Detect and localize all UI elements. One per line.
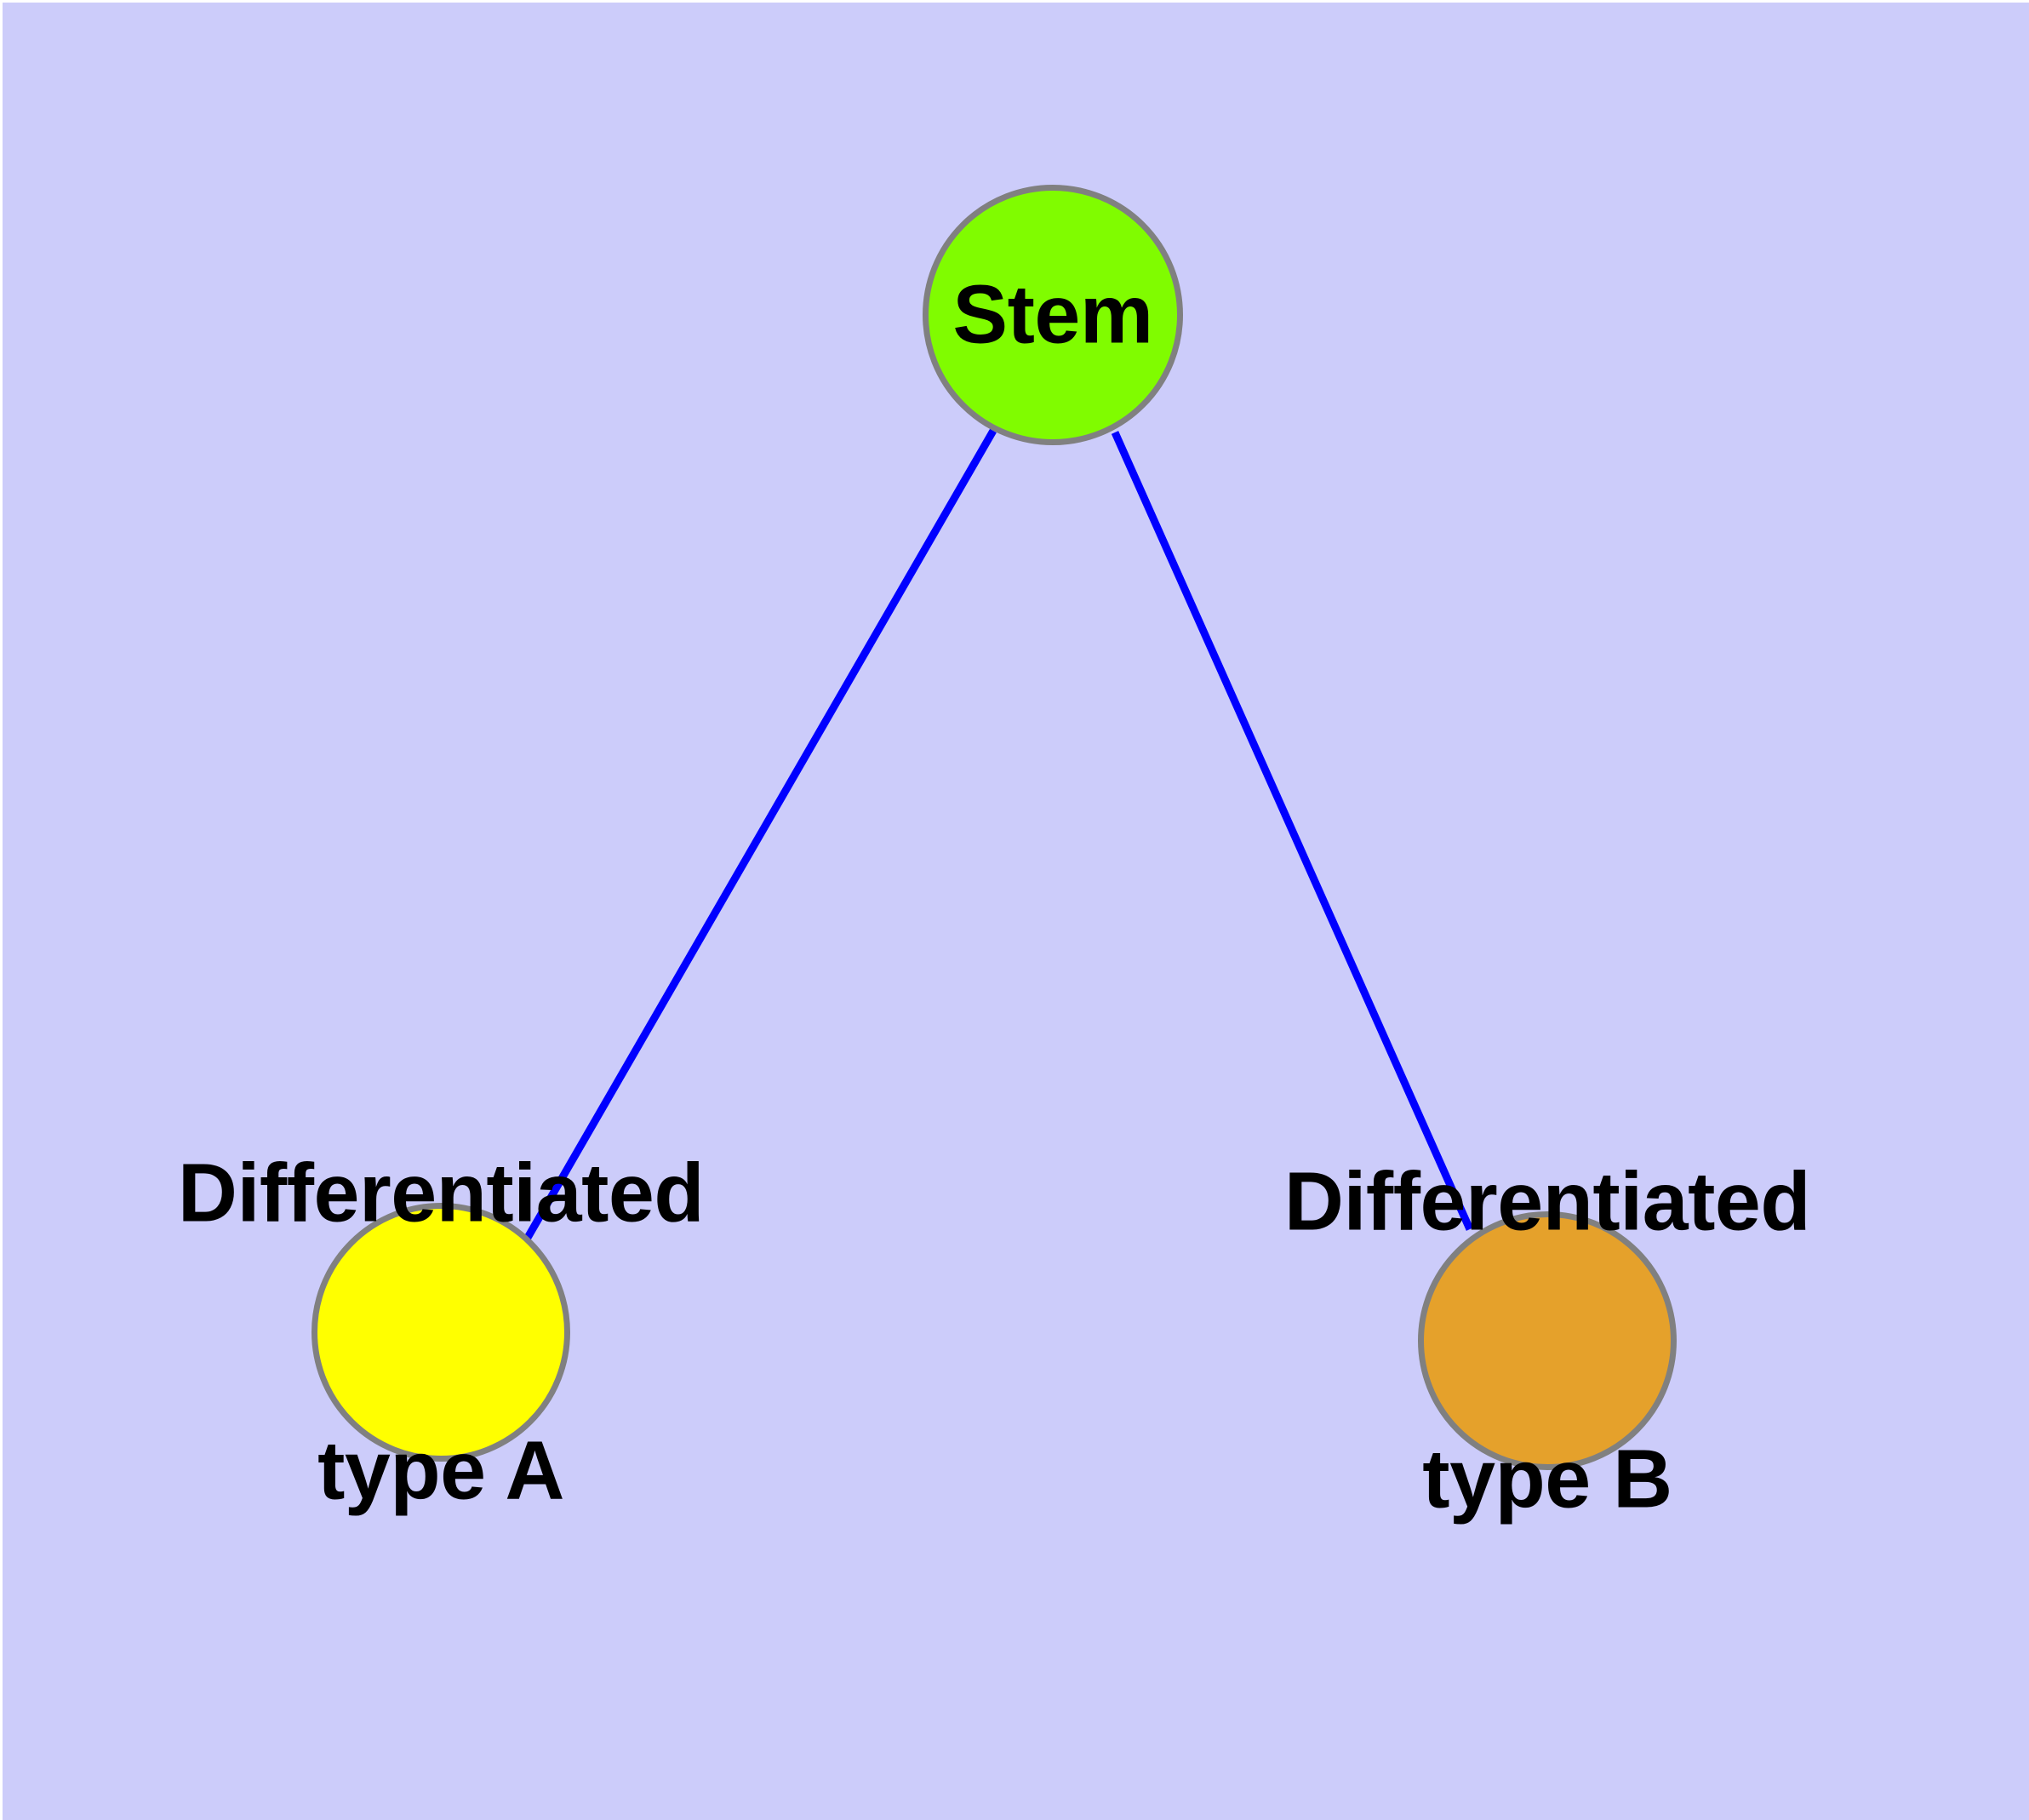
node-differentiated-type-a[interactable] bbox=[311, 1203, 570, 1462]
edge-stem-to-differentiated-type-a bbox=[522, 428, 997, 1245]
edge-stem-to-differentiated-type-b bbox=[1111, 431, 1474, 1231]
node-stem[interactable] bbox=[923, 185, 1183, 445]
node-differentiated-type-b[interactable] bbox=[1418, 1211, 1677, 1470]
